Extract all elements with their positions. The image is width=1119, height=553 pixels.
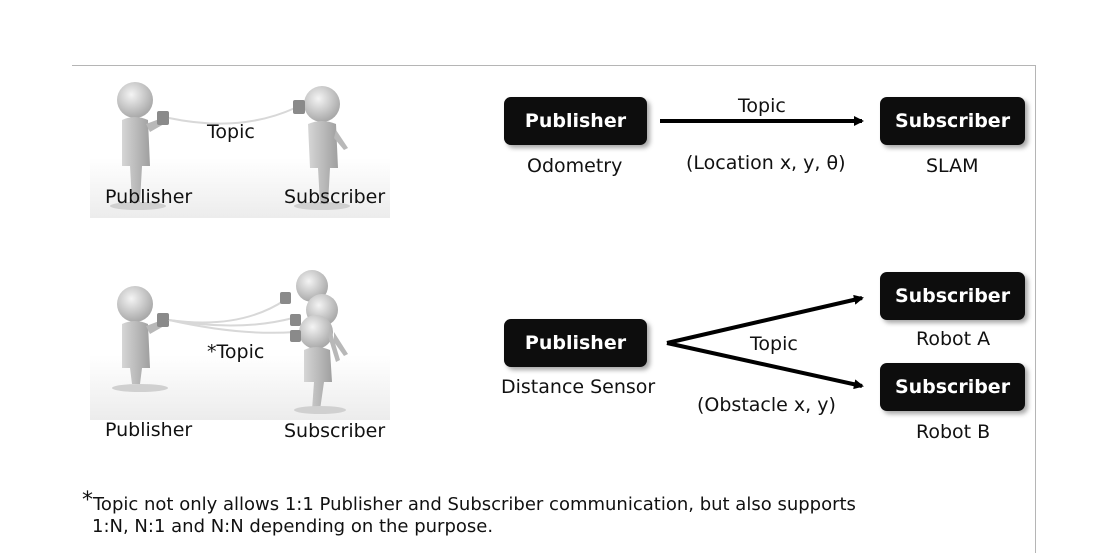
tin-can-phone-illustration-1toN bbox=[90, 270, 390, 420]
footnote-star: * bbox=[82, 488, 93, 513]
subscriber-node-robot-a: Subscriber bbox=[880, 272, 1025, 320]
topic-arrow-to-robot-a bbox=[666, 294, 864, 345]
subscriber-caption-slam: SLAM bbox=[926, 155, 979, 177]
scene-bottom-publisher-label: Publisher bbox=[105, 419, 193, 441]
subscriber-caption-robot-a: Robot A bbox=[916, 328, 991, 350]
topic-arrow-to-robot-b bbox=[666, 341, 864, 390]
scene-top-publisher-label: Publisher bbox=[105, 186, 193, 208]
frame-right-border bbox=[1035, 65, 1036, 553]
frame-top-border bbox=[72, 65, 1036, 66]
publisher-caption-distance-sensor: Distance Sensor bbox=[501, 376, 656, 398]
subscriber-figure bbox=[293, 86, 350, 210]
footnote-line-2: 1:N, N:1 and N:N depending on the purpos… bbox=[92, 516, 494, 537]
footnote-text-1: Topic not only allows 1:1 Publisher and … bbox=[93, 494, 856, 515]
subscriber-node-robot-b: Subscriber bbox=[880, 363, 1025, 411]
subscriber-caption-robot-b: Robot B bbox=[916, 421, 991, 443]
scene-bottom-topic-label: *Topic bbox=[207, 341, 265, 363]
scene-top-subscriber-label: Subscriber bbox=[284, 186, 386, 208]
topic-label-bottom: Topic bbox=[750, 333, 798, 355]
footnote-line-1: *Topic not only allows 1:1 Publisher and… bbox=[82, 489, 856, 517]
scene-bottom-subscriber-label: Subscriber bbox=[284, 420, 386, 442]
message-label-bottom: (Obstacle x, y) bbox=[697, 394, 836, 416]
publisher-node-distance-sensor: Publisher bbox=[504, 319, 647, 367]
tin-can-phone-illustration-1to1 bbox=[90, 82, 390, 218]
publisher-caption-odometry: Odometry bbox=[527, 155, 623, 177]
message-label-top: (Location x, y, θ) bbox=[686, 152, 846, 174]
subscriber-node-slam: Subscriber bbox=[880, 97, 1025, 145]
scene-top-topic-label: Topic bbox=[207, 121, 255, 143]
topic-label-top: Topic bbox=[738, 95, 786, 117]
publisher-node-odometry: Publisher bbox=[504, 97, 647, 145]
publisher-figure bbox=[110, 82, 169, 210]
